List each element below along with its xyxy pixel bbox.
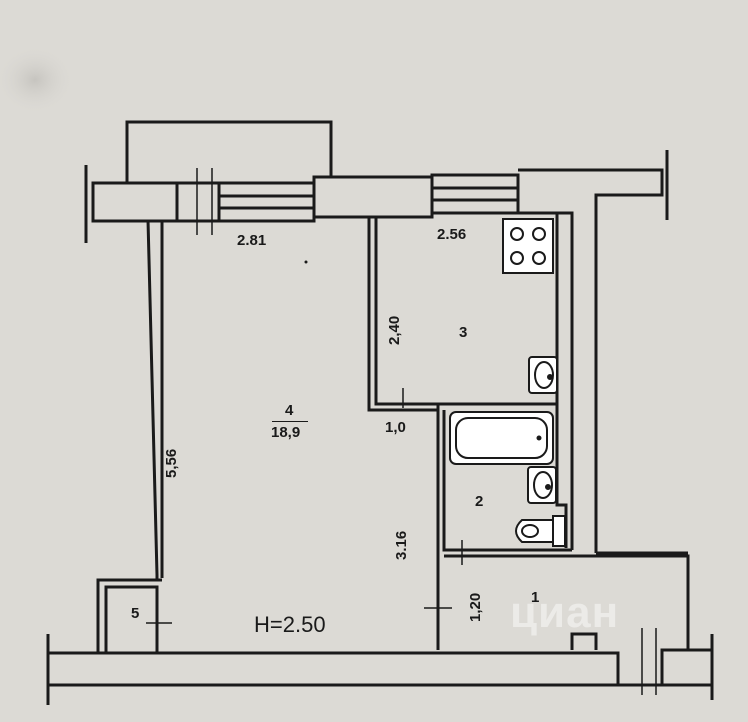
living-left-wall (146, 219, 159, 579)
room-1-number: 1 (531, 589, 540, 606)
room-2-number: 2 (475, 493, 484, 510)
paper-stain (0, 45, 75, 115)
balcony-outline (125, 120, 333, 183)
room-3-number: 3 (459, 324, 468, 341)
closet-inner (104, 585, 159, 653)
bath-wall (442, 410, 572, 552)
dim-living-width: 2.81 (237, 232, 267, 249)
dim-hall-depth: 1,20 (467, 592, 484, 622)
ceiling-height: H=2.50 (254, 612, 326, 637)
dim-opening: 1,0 (385, 419, 406, 436)
door-marks (146, 168, 657, 695)
ceiling-point (304, 260, 308, 264)
toilet-icon (515, 515, 566, 547)
bottom-wall (46, 651, 620, 687)
dim-kitchen-depth: 2,40 (386, 315, 403, 345)
walls (46, 120, 714, 705)
wall-niche (570, 632, 598, 650)
room-4-area: 18,9 (271, 424, 301, 441)
window-kitchen (430, 173, 520, 215)
top-wall-right (518, 168, 664, 553)
room-5-number: 5 (131, 605, 140, 622)
kitchen-left-wall (367, 217, 438, 412)
room-4-number: 4 (285, 402, 294, 419)
stove-icon (502, 218, 554, 274)
kitchen-right-wall (518, 211, 574, 550)
top-wall-left (91, 181, 179, 223)
dim-living-depth: 5,56 (163, 448, 180, 478)
kitchen-sink-icon (528, 356, 558, 394)
closet-wall (96, 578, 162, 653)
dim-bath-depth: 3.16 (393, 530, 410, 560)
top-wall-pier (312, 175, 434, 219)
dim-kitchen-width: 2.56 (437, 226, 467, 243)
watermark-logo: циан (510, 588, 620, 637)
kitchen-partition (374, 217, 440, 650)
hall-top-wall (444, 554, 690, 650)
bathtub-icon (449, 411, 554, 465)
window-living (217, 181, 316, 223)
bathroom-sink-icon (527, 466, 557, 504)
room-4-fraction-line (272, 421, 308, 422)
service-wall (555, 213, 568, 548)
bottom-wall-right (660, 648, 714, 687)
